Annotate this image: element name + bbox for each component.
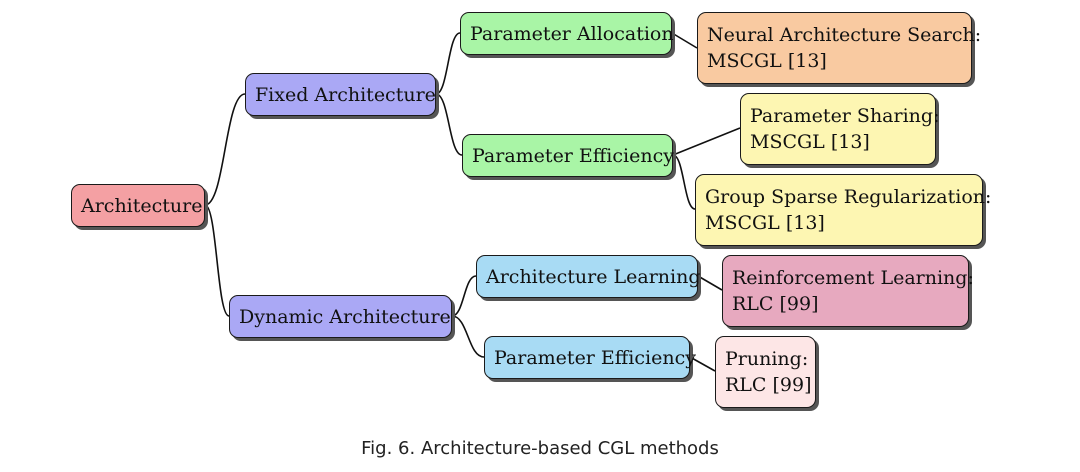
leaf-pruning: Pruning: RLC [99] (715, 336, 816, 408)
node-label: Architecture Learning (486, 265, 701, 288)
figure-caption: Fig. 6. Architecture-based CGL methods (361, 438, 719, 459)
edge-efficiency-sharing (672, 127, 741, 156)
node-parameter-efficiency-dynamic: Parameter Efficiency (484, 336, 696, 379)
node-label: Parameter Allocation (470, 22, 674, 45)
edge-dynamic-efficiency (451, 315, 485, 358)
edge-fixed-efficiency (435, 93, 463, 156)
edge-dynamic-learning (451, 275, 477, 317)
node-label: Architecture (81, 194, 203, 217)
leaf-method: Reinforcement Learning: (732, 267, 974, 289)
node-label: Parameter Efficiency (494, 346, 696, 369)
edge-root-dynamic (204, 204, 230, 317)
node-dynamic-architecture: Dynamic Architecture (229, 295, 452, 338)
node-architecture: Architecture (71, 184, 205, 227)
leaf-method: Parameter Sharing: (750, 105, 940, 127)
node-fixed-architecture: Fixed Architecture (245, 73, 436, 116)
node-parameter-allocation: Parameter Allocation (460, 12, 674, 55)
leaf-reference: MSCGL [13] (707, 50, 827, 72)
edge-fixed-alloc (435, 32, 461, 95)
node-label: Fixed Architecture (255, 83, 436, 106)
leaf-reference: MSCGL [13] (750, 131, 870, 153)
node-parameter-efficiency-fixed: Parameter Efficiency (462, 134, 674, 177)
leaf-reference: RLC [99] (725, 374, 812, 396)
edge-efficiency-gsr (672, 154, 696, 210)
edge-learning-rl (697, 275, 723, 291)
leaf-reference: MSCGL [13] (705, 212, 825, 234)
node-label: Dynamic Architecture (239, 305, 451, 328)
leaf-reinforcement-learning: Reinforcement Learning: RLC [99] (722, 255, 974, 327)
node-architecture-learning: Architecture Learning (476, 255, 701, 298)
node-label: Parameter Efficiency (472, 144, 674, 167)
leaf-method: Group Sparse Regularization: (705, 186, 992, 208)
leaf-neural-architecture-search: Neural Architecture Search: MSCGL [13] (697, 12, 982, 84)
edge-root-fixed (204, 93, 246, 206)
edge-alloc-nas (671, 32, 698, 49)
edge-efficiency-pruning (689, 356, 716, 372)
leaf-method: Pruning: (725, 348, 809, 370)
leaf-method: Neural Architecture Search: (707, 24, 982, 46)
leaf-group-sparse-regularization: Group Sparse Regularization: MSCGL [13] (695, 174, 992, 246)
leaf-parameter-sharing: Parameter Sharing: MSCGL [13] (740, 93, 940, 165)
leaf-reference: RLC [99] (732, 293, 819, 315)
